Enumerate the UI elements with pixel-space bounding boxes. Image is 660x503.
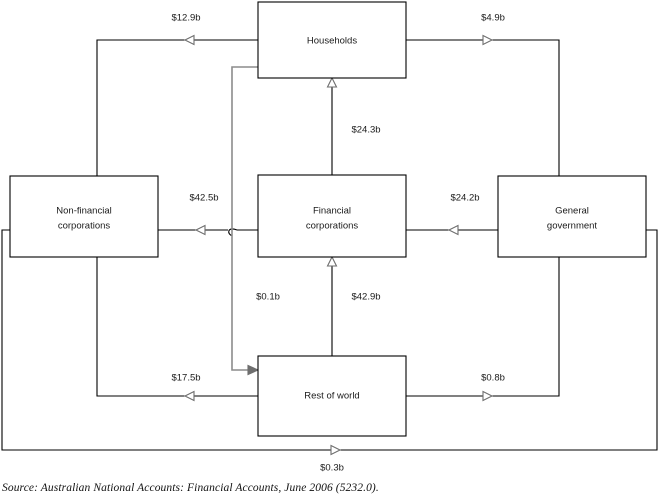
flow-label-hh-to-row: $0.1b: [256, 292, 280, 303]
flow-line-row-to-gg: [406, 257, 560, 397]
node-label-households: Households: [307, 36, 357, 47]
flow-label-gg-to-fc: $24.2b: [450, 193, 479, 204]
flow-line-hh-to-row: [231, 66, 258, 371]
arrow-head-fc-to-nfc: [194, 224, 206, 236]
arrow-head-gg-to-fc: [447, 224, 459, 236]
source-note: Source: Australian National Accounts: Fi…: [2, 482, 379, 494]
node-households[interactable]: Households: [257, 1, 407, 79]
flow-line-hh-to-nfc: [96, 39, 258, 176]
node-label-financial-corporations-line2: corporations: [306, 221, 359, 232]
arrow-head-row-to-gg: [482, 390, 494, 402]
flow-label-fc-to-nfc: $42.5b: [189, 193, 218, 204]
node-label-non-financial-corporations-line2: corporations: [58, 221, 111, 232]
arrow-head-nfc-to-gg: [330, 444, 342, 456]
arrow-head-row-to-nfc: [183, 390, 195, 402]
node-label-non-financial-corporations-line1: Non-financial: [56, 206, 111, 217]
flow-line-row-to-nfc: [96, 257, 258, 397]
flow-label-row-to-fc: $42.9b: [351, 292, 380, 303]
node-label-financial-corporations-line1: Financial: [313, 206, 351, 217]
flow-label-hh-to-gg: $4.9b: [481, 13, 505, 24]
node-rest-of-world[interactable]: Rest of world: [257, 355, 407, 437]
node-label-general-government-line1: General: [555, 206, 589, 217]
arrow-head-hh-to-nfc: [183, 34, 195, 46]
arrow-head-hh-to-row: [247, 364, 260, 376]
arrow-head-fc-to-hh: [326, 76, 338, 88]
flow-line-hh-to-gg: [406, 39, 560, 176]
node-label-rest-of-world: Rest of world: [304, 391, 359, 402]
flow-label-row-to-gg: $0.8b: [481, 373, 505, 384]
node-general-government[interactable]: General government: [497, 175, 647, 258]
arrow-head-row-to-fc: [326, 255, 338, 267]
flow-line-nfc-to-gg: [1, 229, 658, 451]
node-non-financial-corporations[interactable]: Non-financial corporations: [9, 175, 159, 258]
flow-label-row-to-nfc: $17.5b: [171, 373, 200, 384]
flow-label-hh-to-nfc: $12.9b: [171, 13, 200, 24]
node-financial-corporations[interactable]: Financial corporations: [257, 174, 407, 258]
flow-label-nfc-to-gg: $0.3b: [320, 463, 344, 474]
flow-label-fc-to-hh: $24.3b: [351, 125, 380, 136]
arrow-head-hh-to-gg: [482, 34, 494, 46]
flow-line-hop: [228, 228, 238, 237]
node-label-general-government-line2: government: [547, 221, 598, 232]
